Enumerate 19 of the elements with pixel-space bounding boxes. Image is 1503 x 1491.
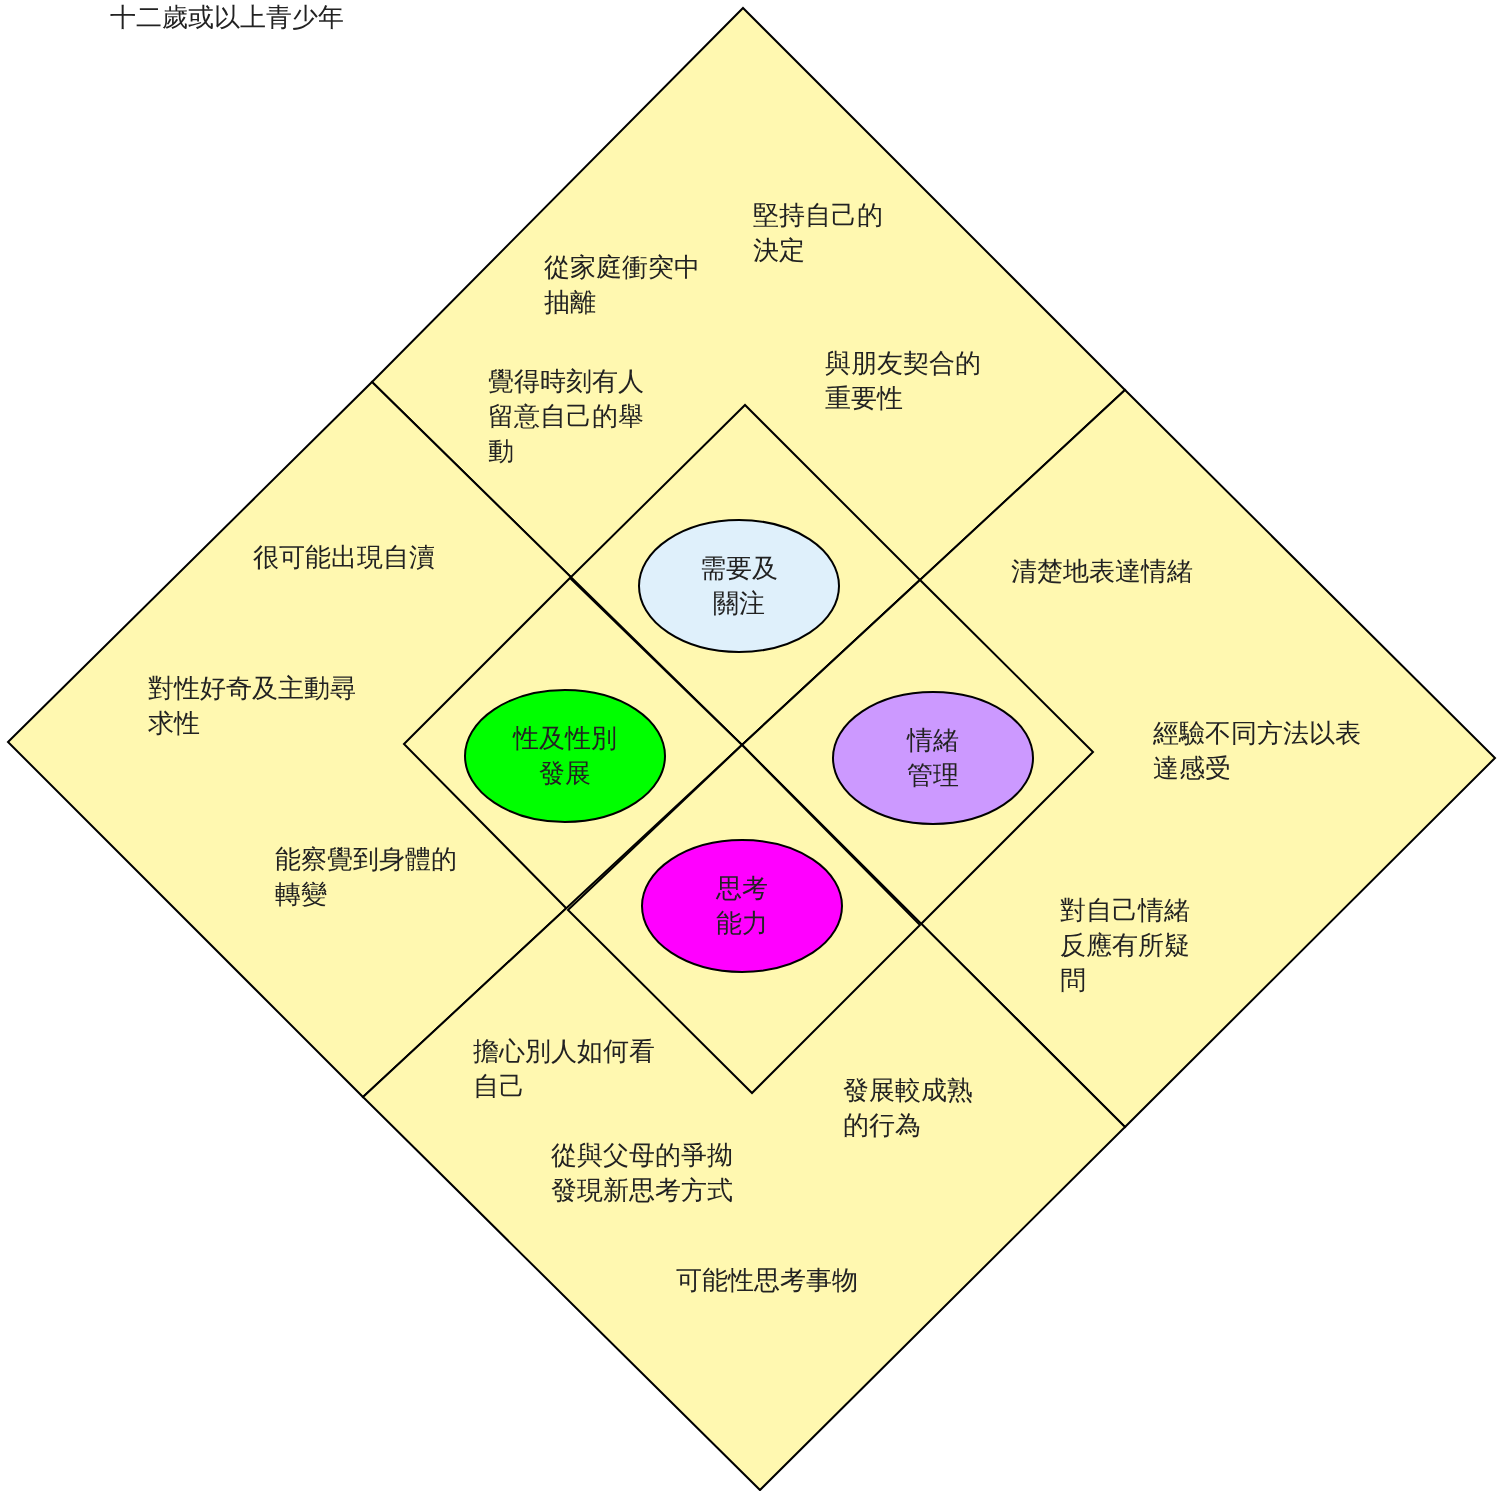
note-text: 從家庭衝突中抽離 bbox=[544, 251, 701, 319]
note-text: 與朋友契合的重要性 bbox=[825, 347, 982, 415]
title: 十二歲或以上青少年 bbox=[110, 1, 344, 34]
note-text: 覺得時刻有人留意自己的舉動 bbox=[488, 365, 645, 468]
note-text: 對性好奇及主動尋求性 bbox=[148, 672, 357, 740]
note-text: 堅持自己的決定 bbox=[753, 199, 884, 267]
note-text: 經驗不同方法以表達感受 bbox=[1153, 717, 1362, 785]
category-label: 性及性別發展 bbox=[511, 722, 618, 790]
note-text: 可能性思考事物 bbox=[676, 1264, 859, 1297]
note-text: 從與父母的爭拗發現新思考方式 bbox=[551, 1139, 734, 1207]
note-text: 對自己情緒反應有所疑問 bbox=[1060, 894, 1191, 997]
category-label: 思考能力 bbox=[715, 872, 769, 940]
note-text: 擔心別人如何看自己 bbox=[473, 1035, 656, 1103]
category-label: 情緒管理 bbox=[905, 724, 960, 792]
note-text: 很可能出現自瀆 bbox=[253, 541, 436, 574]
category-label: 需要及關注 bbox=[699, 552, 779, 620]
note-text: 清楚地表達情緒 bbox=[1011, 555, 1194, 588]
note-text: 能察覺到身體的轉變 bbox=[275, 843, 458, 911]
note-text: 發展較成熟的行為 bbox=[843, 1074, 974, 1142]
